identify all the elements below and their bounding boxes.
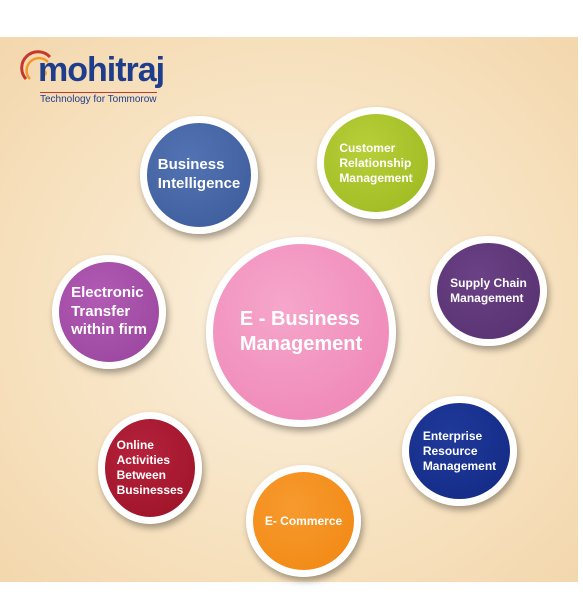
- node-business-intelligence: Business Intelligence: [140, 116, 258, 234]
- node-supply-chain-management: Supply Chain Management: [430, 236, 547, 346]
- logo-brand-text: mohitraj: [38, 51, 165, 89]
- brand-logo: mohitraj Technology for Tommorow: [20, 49, 170, 111]
- node-electronic-transfer: Electronic Transfer within firm: [52, 255, 166, 369]
- node-label: E- Commerce: [264, 513, 343, 528]
- node-label: Business Intelligence: [157, 156, 241, 192]
- logo-arc-icon: [20, 50, 52, 81]
- node-customer-relationship-management: Customer Relationship Management: [317, 107, 435, 219]
- node-label: Enterprise Resource Management: [422, 428, 497, 473]
- node-online-activities: Online Activities Between Businesses: [98, 412, 202, 524]
- center-node: E - Business Management: [206, 237, 396, 427]
- node-label: Customer Relationship Management: [339, 140, 413, 185]
- node-label: Electronic Transfer within firm: [71, 283, 147, 339]
- node-label: Supply Chain Management: [450, 276, 527, 305]
- node-label: Online Activities Between Businesses: [116, 438, 184, 497]
- center-node-label: E - Business Management: [239, 308, 363, 355]
- logo-tagline: Technology for Tommorow: [40, 92, 157, 105]
- node-enterprise-resource-management: Enterprise Resource Management: [402, 396, 517, 506]
- node-e-commerce: E- Commerce: [246, 465, 361, 577]
